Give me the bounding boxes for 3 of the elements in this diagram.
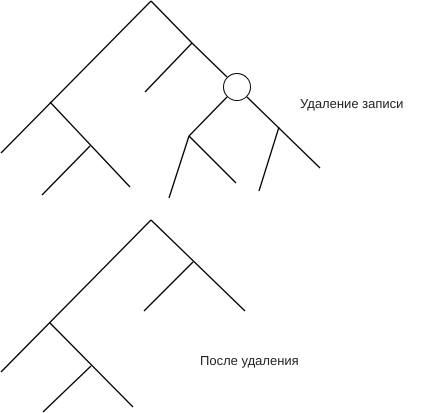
caption-text: После удаления	[200, 353, 299, 368]
circle-node	[223, 73, 251, 101]
caption-text: Удаление записи	[300, 96, 404, 111]
